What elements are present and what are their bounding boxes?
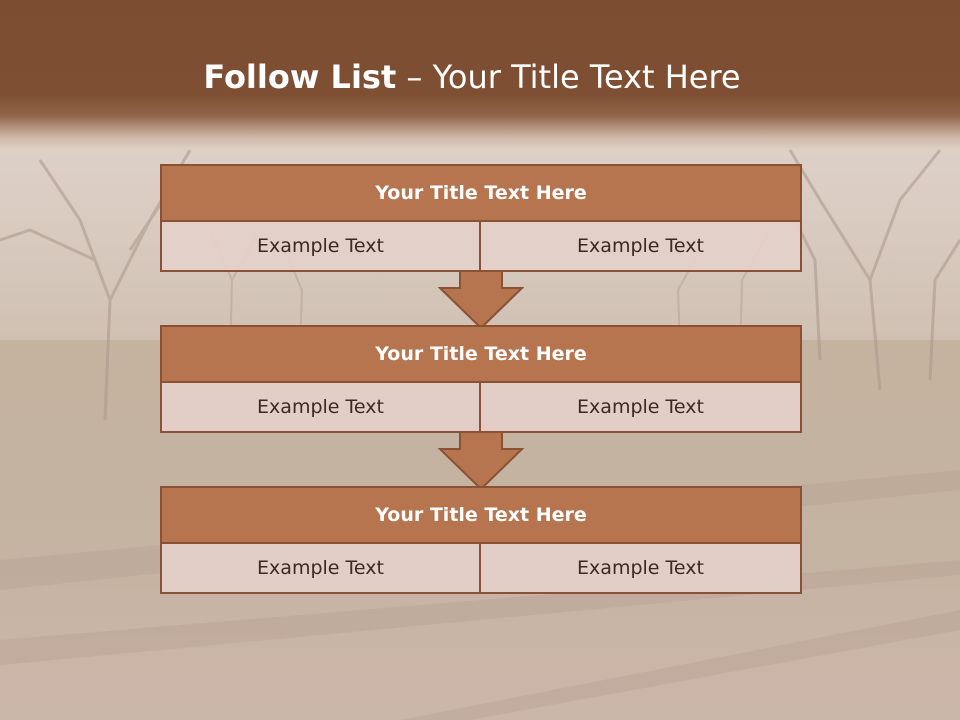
slide-title: Follow List – Your Title Text Here bbox=[0, 55, 944, 99]
step-right-text: Example Text bbox=[481, 222, 802, 272]
step-row: Example Text Example Text bbox=[160, 222, 802, 272]
down-arrow-icon bbox=[438, 431, 524, 491]
step-left-text: Example Text bbox=[160, 383, 481, 433]
step-left-text: Example Text bbox=[160, 544, 481, 594]
step-row: Example Text Example Text bbox=[160, 544, 802, 594]
slide-title-rest: – Your Title Text Here bbox=[396, 58, 741, 96]
step-right-text: Example Text bbox=[481, 544, 802, 594]
step-block-1: Your Title Text Here Example Text Exampl… bbox=[160, 164, 802, 272]
step-block-3: Your Title Text Here Example Text Exampl… bbox=[160, 486, 802, 594]
step-title: Your Title Text Here bbox=[160, 164, 802, 222]
step-title: Your Title Text Here bbox=[160, 486, 802, 544]
step-left-text: Example Text bbox=[160, 222, 481, 272]
title-banner bbox=[0, 0, 960, 150]
down-arrow-icon bbox=[438, 270, 524, 330]
slide-title-bold: Follow List bbox=[203, 58, 397, 96]
step-row: Example Text Example Text bbox=[160, 383, 802, 433]
step-block-2: Your Title Text Here Example Text Exampl… bbox=[160, 325, 802, 433]
step-right-text: Example Text bbox=[481, 383, 802, 433]
step-title: Your Title Text Here bbox=[160, 325, 802, 383]
